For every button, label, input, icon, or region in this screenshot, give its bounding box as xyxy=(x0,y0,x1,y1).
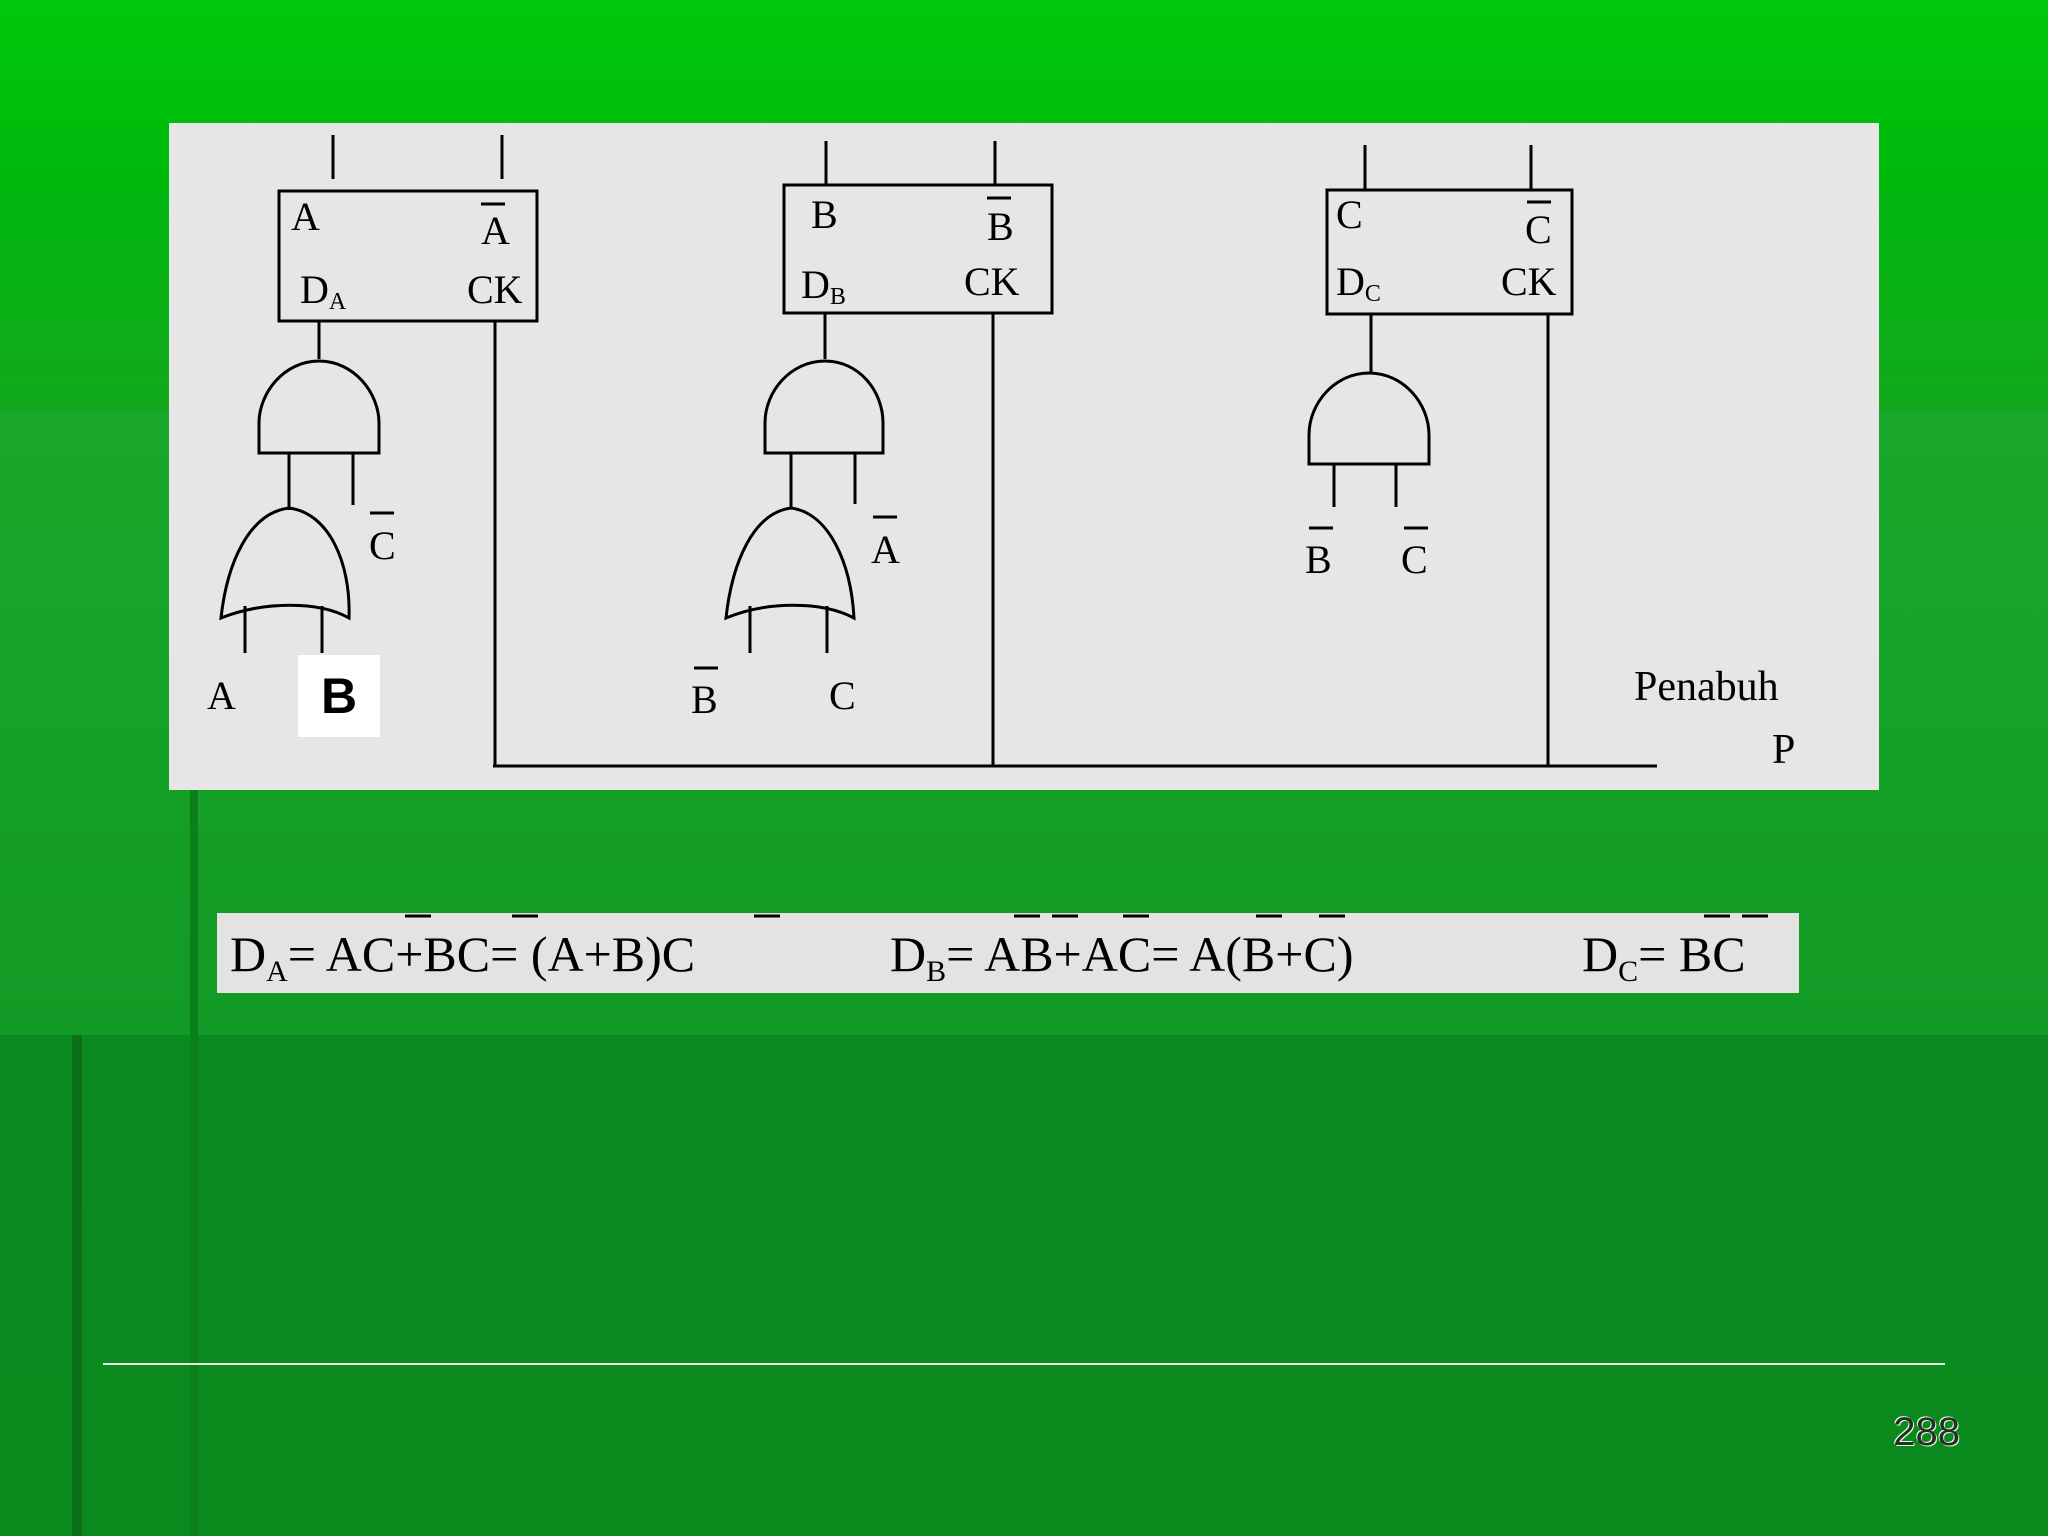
flipflop-b-qbar-label: B xyxy=(987,204,1014,249)
or-gate-b xyxy=(724,506,856,621)
input-a-label: A xyxy=(207,673,236,718)
input-c-label: C xyxy=(829,673,856,718)
flipflop-a-qbar-label: A xyxy=(481,208,510,253)
flipflop-a-q-label: A xyxy=(291,194,320,239)
flipflop-c-ck-label: CK xyxy=(1501,259,1557,304)
page-number: 288 xyxy=(1893,1410,1960,1454)
circuit-diagram: A A DA CK C A B B DB CK A B C C C DC CK … xyxy=(207,135,1795,773)
flipflop-b-d-label: DB xyxy=(801,262,846,310)
flipflop-c-qbar-label: C xyxy=(1525,207,1552,252)
and-gate-a xyxy=(257,359,381,455)
flipflop-a-box xyxy=(277,189,539,323)
or-gate-a xyxy=(219,506,351,621)
flipflop-b-q-label: B xyxy=(811,192,838,237)
clock-label-penabuh: Penabuh xyxy=(1634,664,1779,710)
decorative-bar xyxy=(72,1035,82,1536)
background-bottom xyxy=(0,1035,2048,1536)
equations: DA= AC+BC= (A+B)C DB= AB+AC= A(B+C) DC= … xyxy=(230,914,1768,988)
input-c-bar-label: C xyxy=(369,523,396,568)
flipflop-b-ck-label: CK xyxy=(964,259,1020,304)
and-gate-c xyxy=(1307,371,1431,466)
and-gate-b xyxy=(763,359,885,455)
input-b-bar-label: B xyxy=(691,677,718,722)
decorative-bar xyxy=(190,790,198,1536)
flipflop-a-d-label: DA xyxy=(300,267,347,315)
equation-strip: DA= AC+BC= (A+B)C DB= AB+AC= A(B+C) DC= … xyxy=(217,913,1799,993)
footer-divider xyxy=(103,1363,1945,1365)
input-b-bar-label: B xyxy=(1305,537,1332,582)
flipflop-c-box xyxy=(1325,188,1574,316)
equation-dc: DC= BC xyxy=(1582,926,1746,988)
equation-da: DA= AC+BC= (A+B)C xyxy=(230,926,695,988)
flipflop-a-ck-label: CK xyxy=(467,267,523,312)
circuit-diagram-panel: A A DA CK C A B B DB CK A B C C C DC CK … xyxy=(169,123,1879,790)
input-a-bar-label: A xyxy=(871,527,900,572)
clock-label-p: P xyxy=(1772,727,1795,773)
input-c-bar-label: C xyxy=(1401,537,1428,582)
equation-db: DB= AB+AC= A(B+C) xyxy=(890,926,1353,988)
flipflop-c-d-label: DC xyxy=(1336,259,1381,307)
flipflop-b-box xyxy=(782,183,1054,315)
input-b-highlight: B xyxy=(298,655,380,737)
flipflop-c-q-label: C xyxy=(1336,192,1363,237)
